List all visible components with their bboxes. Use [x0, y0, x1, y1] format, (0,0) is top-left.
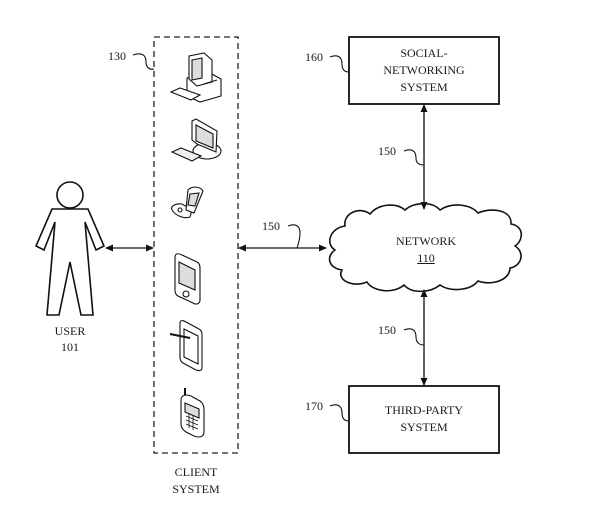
- link-ref-social-network: 150: [378, 144, 396, 158]
- cloud-icon: [328, 202, 523, 293]
- client-system-label-line1: CLIENT: [174, 465, 218, 479]
- ref-leader-150-social: [403, 149, 425, 166]
- ref-leader-170: [329, 404, 350, 422]
- social-networking-label-line2: NETWORKING: [383, 63, 465, 77]
- third-party-label-line2: SYSTEM: [400, 420, 448, 434]
- link-ref-network-thirdparty: 150: [378, 323, 396, 337]
- third-party-system-box: [348, 385, 500, 454]
- tablet-stylus-icon: [169, 320, 203, 372]
- social-networking-label-line1: SOCIAL-: [400, 46, 448, 60]
- link-ref-client-network: 150: [262, 219, 280, 233]
- pda-icon: [174, 253, 201, 305]
- social-networking-label-line3: SYSTEM: [400, 80, 448, 94]
- client-system-label-line2: SYSTEM: [172, 482, 220, 496]
- person-icon: [34, 181, 106, 316]
- cell-phone-icon: [180, 388, 205, 438]
- user-label: USER: [54, 324, 86, 338]
- desktop-computer-icon: [169, 52, 222, 103]
- flat-monitor-computer-icon: [170, 118, 222, 162]
- ref-leader-160: [329, 55, 350, 73]
- social-networking-ref: 160: [305, 50, 323, 64]
- third-party-label-line1: THIRD-PARTY: [384, 403, 464, 417]
- network-label: NETWORK: [396, 234, 456, 248]
- ref-leader-150-client: [287, 224, 301, 249]
- social-networking-system-box: [348, 36, 500, 105]
- user-ref: 101: [61, 340, 79, 354]
- network-ref: 110: [417, 251, 435, 265]
- client-system-ref: 130: [108, 49, 126, 63]
- ref-leader-150-thirdparty: [403, 328, 425, 346]
- flip-phone-icon: [171, 186, 204, 219]
- third-party-ref: 170: [305, 399, 323, 413]
- ref-leader-130: [132, 53, 155, 70]
